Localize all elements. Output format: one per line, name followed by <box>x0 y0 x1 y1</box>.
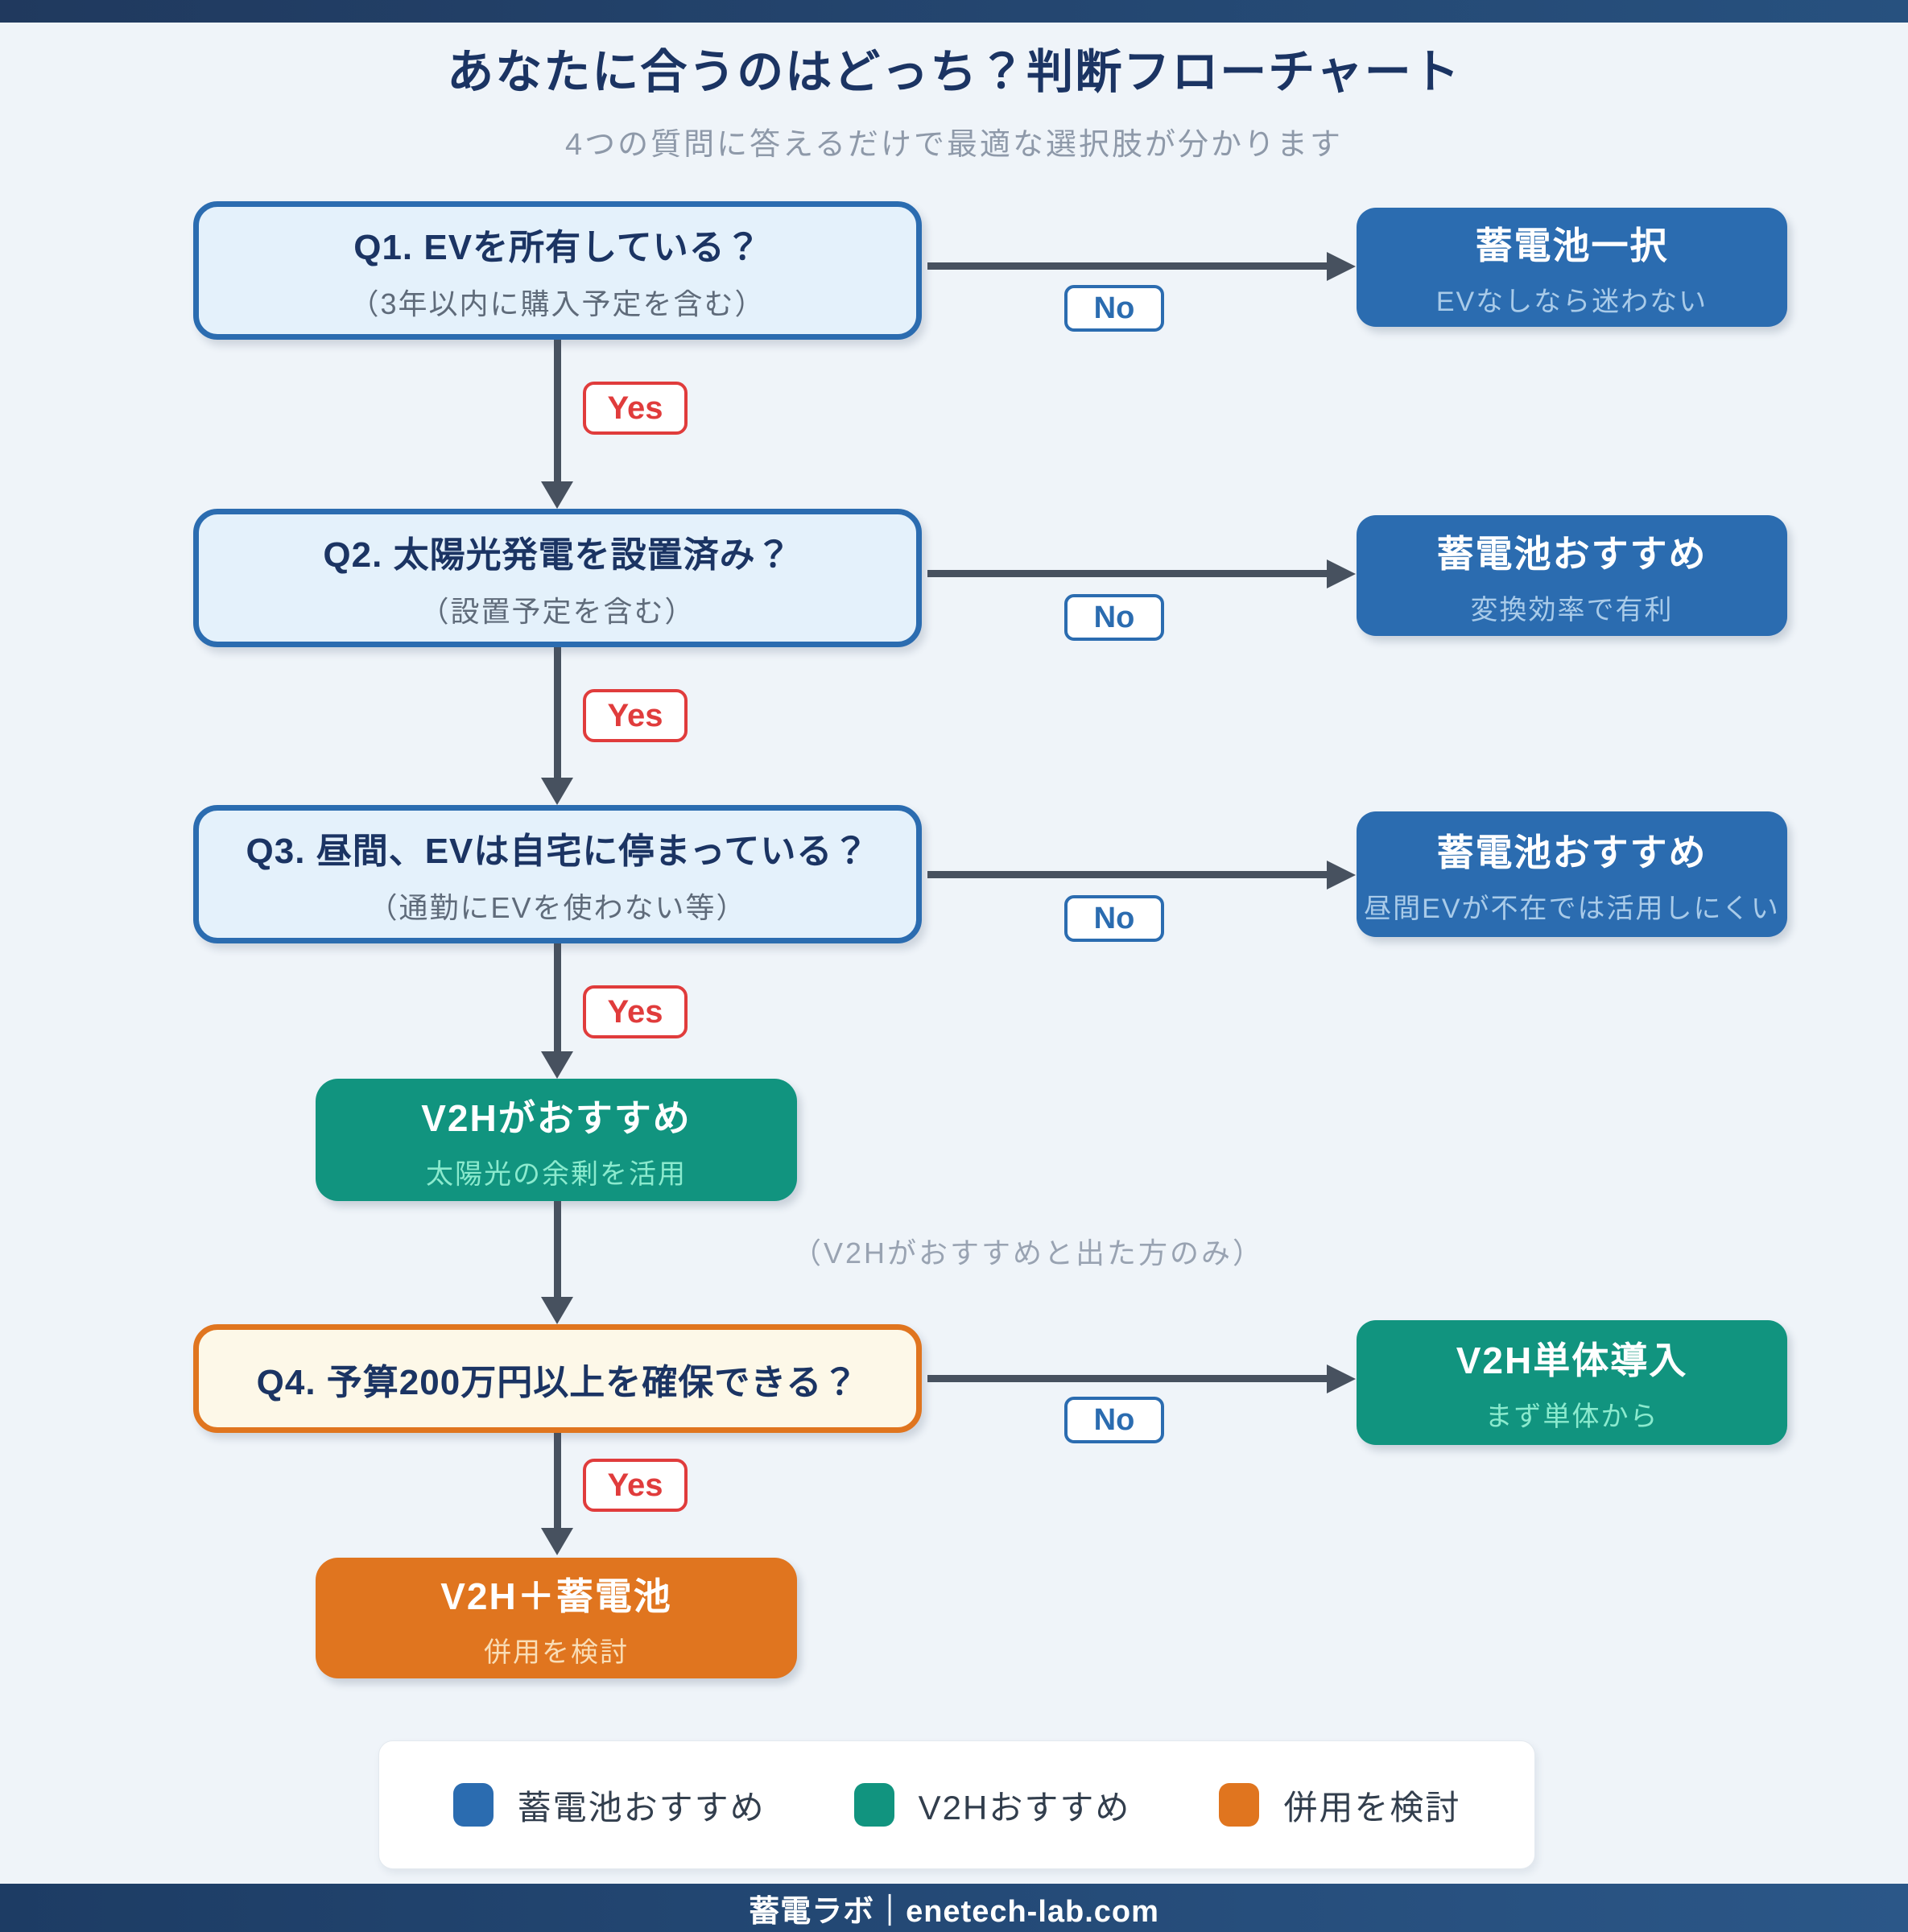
result-box-battery-recommended-1: 蓄電池おすすめ 変換効率で有利 <box>1357 515 1787 636</box>
legend-swatch-teal <box>853 1783 894 1827</box>
question-q4-title: Q4. 予算200万円以上を確保できる？ <box>256 1362 859 1402</box>
question-q2-note: （設置予定を含む） <box>419 595 696 628</box>
footer-site-name: 蓄電ラボ｜enetech-lab.com <box>749 1894 1159 1929</box>
result-combo-note: 併用を検討 <box>484 1637 629 1668</box>
result-box-v2h-standalone: V2H単体導入 まず単体から <box>1357 1320 1787 1445</box>
legend-swatch-orange <box>1219 1783 1260 1827</box>
no-label-q1: No <box>1064 285 1164 332</box>
question-box-q3: Q3. 昼間、EVは自宅に停まっている？ （通勤にEVを使わない等） <box>193 805 922 943</box>
page-title: あなたに合うのはどっち？判断フローチャート <box>447 46 1461 98</box>
connector-q1-yes-line <box>554 340 561 481</box>
yes-label-q1: Yes <box>583 382 688 435</box>
legend-label-combo: 併用を検討 <box>1283 1788 1461 1827</box>
legend-item-v2h: V2Hおすすめ <box>853 1781 1131 1830</box>
result-v2h-standalone-title: V2H単体導入 <box>1456 1340 1688 1381</box>
connector-q4-yes-line <box>554 1433 561 1528</box>
result-box-v2h-plus-battery: V2H＋蓄電池 併用を検討 <box>316 1558 797 1678</box>
arrow-down-icon <box>541 481 573 509</box>
result-box-v2h-recommended: V2Hがおすすめ 太陽光の余剰を活用 <box>316 1079 797 1201</box>
question-q1-title: Q1. EVを所有している？ <box>353 228 762 267</box>
legend-label-v2h: V2Hおすすめ <box>918 1788 1131 1827</box>
result-battery-1-note: 変換効率で有利 <box>1470 594 1674 625</box>
question-q3-title: Q3. 昼間、EVは自宅に停まっている？ <box>246 832 869 871</box>
legend: 蓄電池おすすめ V2Hおすすめ 併用を検討 <box>378 1740 1535 1869</box>
arrow-right-icon <box>1327 559 1356 588</box>
result-battery-1-title: 蓄電池おすすめ <box>1436 532 1708 575</box>
result-box-battery-recommended-2: 蓄電池おすすめ 昼間EVが不在では活用しにくい <box>1357 811 1787 937</box>
connector-q3-no-line <box>927 871 1330 878</box>
result-v2h-title: V2Hがおすすめ <box>421 1096 692 1139</box>
no-label-q4: No <box>1064 1397 1164 1443</box>
arrow-down-icon <box>541 1528 573 1555</box>
yes-label-q4: Yes <box>583 1459 688 1512</box>
yes-label-q3: Yes <box>583 985 688 1038</box>
no-label-q2: No <box>1064 594 1164 641</box>
connector-q2-yes-line <box>554 647 561 778</box>
question-box-q2: Q2. 太陽光発電を設置済み？ （設置予定を含む） <box>193 509 922 647</box>
connector-q1-no-line <box>927 262 1330 270</box>
connector-v2h-q4-line <box>554 1201 561 1297</box>
result-box-battery-only: 蓄電池一択 EVなしなら迷わない <box>1357 208 1787 327</box>
footer-bar: 蓄電ラボ｜enetech-lab.com <box>0 1884 1908 1932</box>
arrow-right-icon <box>1327 861 1356 890</box>
result-v2h-standalone-note: まず単体から <box>1485 1402 1659 1432</box>
legend-swatch-blue <box>452 1783 494 1827</box>
result-battery-2-title: 蓄電池おすすめ <box>1436 831 1708 873</box>
result-combo-title: V2H＋蓄電池 <box>440 1575 672 1617</box>
question-q2-title: Q2. 太陽光発電を設置済み？ <box>323 535 792 575</box>
branch-note: （V2Hがおすすめと出た方のみ） <box>791 1236 1265 1269</box>
top-accent-bar <box>0 0 1908 23</box>
arrow-down-icon <box>541 1297 573 1324</box>
connector-q3-yes-line <box>554 943 561 1051</box>
no-label-q3: No <box>1064 895 1164 942</box>
result-battery-only-note: EVなしなら迷わない <box>1435 286 1708 317</box>
result-battery-2-note: 昼間EVが不在では活用しにくい <box>1364 893 1780 924</box>
legend-item-combo: 併用を検討 <box>1219 1781 1460 1830</box>
legend-item-battery: 蓄電池おすすめ <box>452 1781 766 1830</box>
question-q1-note: （3年以内に購入予定を含む） <box>349 287 766 320</box>
result-battery-only-title: 蓄電池一択 <box>1475 224 1669 266</box>
question-q3-note: （通勤にEVを使わない等） <box>368 891 747 924</box>
question-box-q4: Q4. 予算200万円以上を確保できる？ <box>193 1324 922 1433</box>
page-subtitle: 4つの質問に答えるだけで最適な選択肢が分かります <box>565 128 1343 162</box>
arrow-down-icon <box>541 778 573 805</box>
connector-q2-no-line <box>927 570 1330 577</box>
arrow-right-icon <box>1327 1364 1356 1393</box>
legend-label-battery: 蓄電池おすすめ <box>517 1788 766 1827</box>
arrow-down-icon <box>541 1051 573 1079</box>
question-box-q1: Q1. EVを所有している？ （3年以内に購入予定を含む） <box>193 201 922 340</box>
connector-q4-no-line <box>927 1375 1330 1382</box>
yes-label-q2: Yes <box>583 689 688 742</box>
result-v2h-note: 太陽光の余剰を活用 <box>426 1158 687 1190</box>
arrow-right-icon <box>1327 252 1356 281</box>
